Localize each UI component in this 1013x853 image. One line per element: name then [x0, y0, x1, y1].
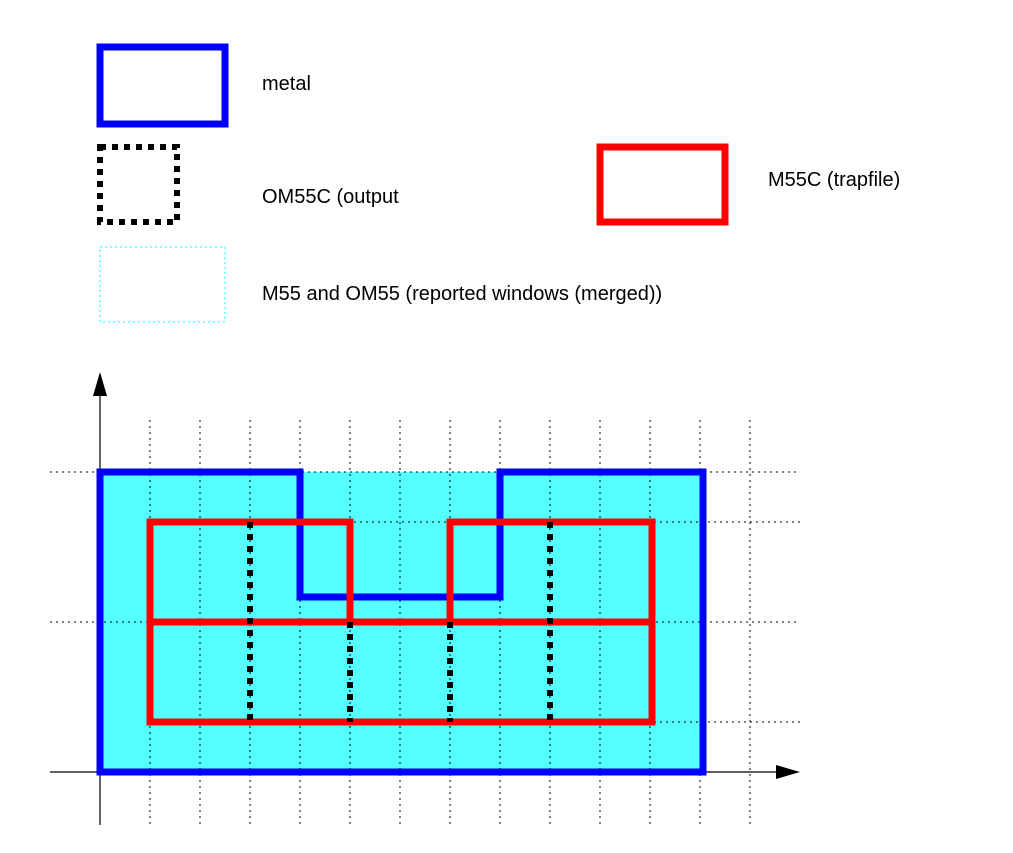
metal-shape [96, 468, 707, 776]
legend-swatch-output [97, 144, 180, 225]
legend-swatch-windows [99, 246, 226, 323]
x-axis-arrow-icon [776, 765, 800, 779]
legend-label-trapfile: M55C (trapfile) [768, 169, 900, 191]
legend-swatch-metal [96, 43, 229, 128]
legend-label-output: OM55C (output [262, 186, 399, 208]
legend-label-windows: M55 and OM55 (reported windows (merged)) [262, 283, 662, 305]
plot-area [50, 372, 800, 825]
output-lines [247, 522, 553, 722]
legend: metal OM55C (output M55C (trapfile) M55 … [96, 43, 900, 323]
trapfile-rect-bottom [146, 618, 656, 726]
legend-label-metal: metal [262, 73, 311, 95]
y-axis-arrow-icon [93, 372, 107, 396]
legend-swatch-trapfile [596, 143, 729, 226]
